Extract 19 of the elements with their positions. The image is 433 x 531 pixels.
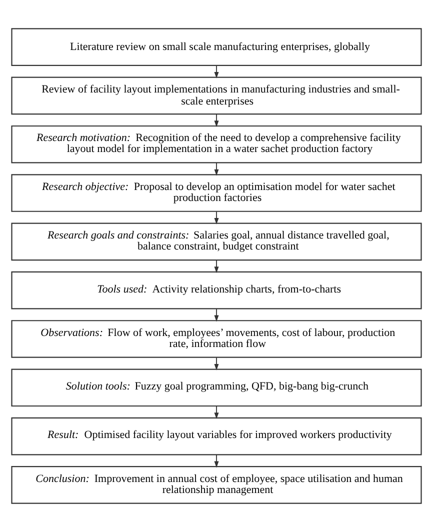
- arrow: [214, 405, 219, 419]
- node-box: Result: Optimised facility layout variables for improved workers productivity: [11, 416, 422, 455]
- node-box: Observations: Flow of work, employees’ movements, cost of labour, production rate, information flow: [11, 320, 422, 358]
- node-box: Tools used: Activity relationship charts, from-to-charts: [11, 270, 422, 309]
- node-box: Conclusion: Improvement in annual cost of employee, space utilisation and human relationship management: [11, 466, 422, 504]
- node-box: Literature review on small scale manufacturing enterprises, globally: [11, 28, 422, 66]
- arrow: [214, 113, 219, 127]
- arrow: [214, 64, 219, 78]
- node-box: Research motivation: Recognition of the need to develop a comprehensive facility layout model for implementation in a water sachet production factory: [11, 124, 422, 163]
- node-box: Solution tools: Fuzzy goal programming, QFD, big-bang big-crunch: [11, 368, 422, 406]
- arrow: [214, 162, 219, 176]
- arrow: [214, 210, 219, 224]
- arrow: [214, 259, 219, 273]
- arrow: [214, 308, 219, 322]
- node-box: Research objective: Proposal to develop an optimisation model for water sachet production factories: [11, 174, 422, 212]
- arrow: [214, 356, 219, 370]
- arrow: [214, 454, 219, 468]
- node-box: Research goals and constraints: Salaries goal, annual distance travelled goal, balance constraint, budget constraint: [11, 222, 422, 260]
- node-box: Review of facility layout implementations in manufacturing industries and small-scale enterprises: [11, 76, 422, 114]
